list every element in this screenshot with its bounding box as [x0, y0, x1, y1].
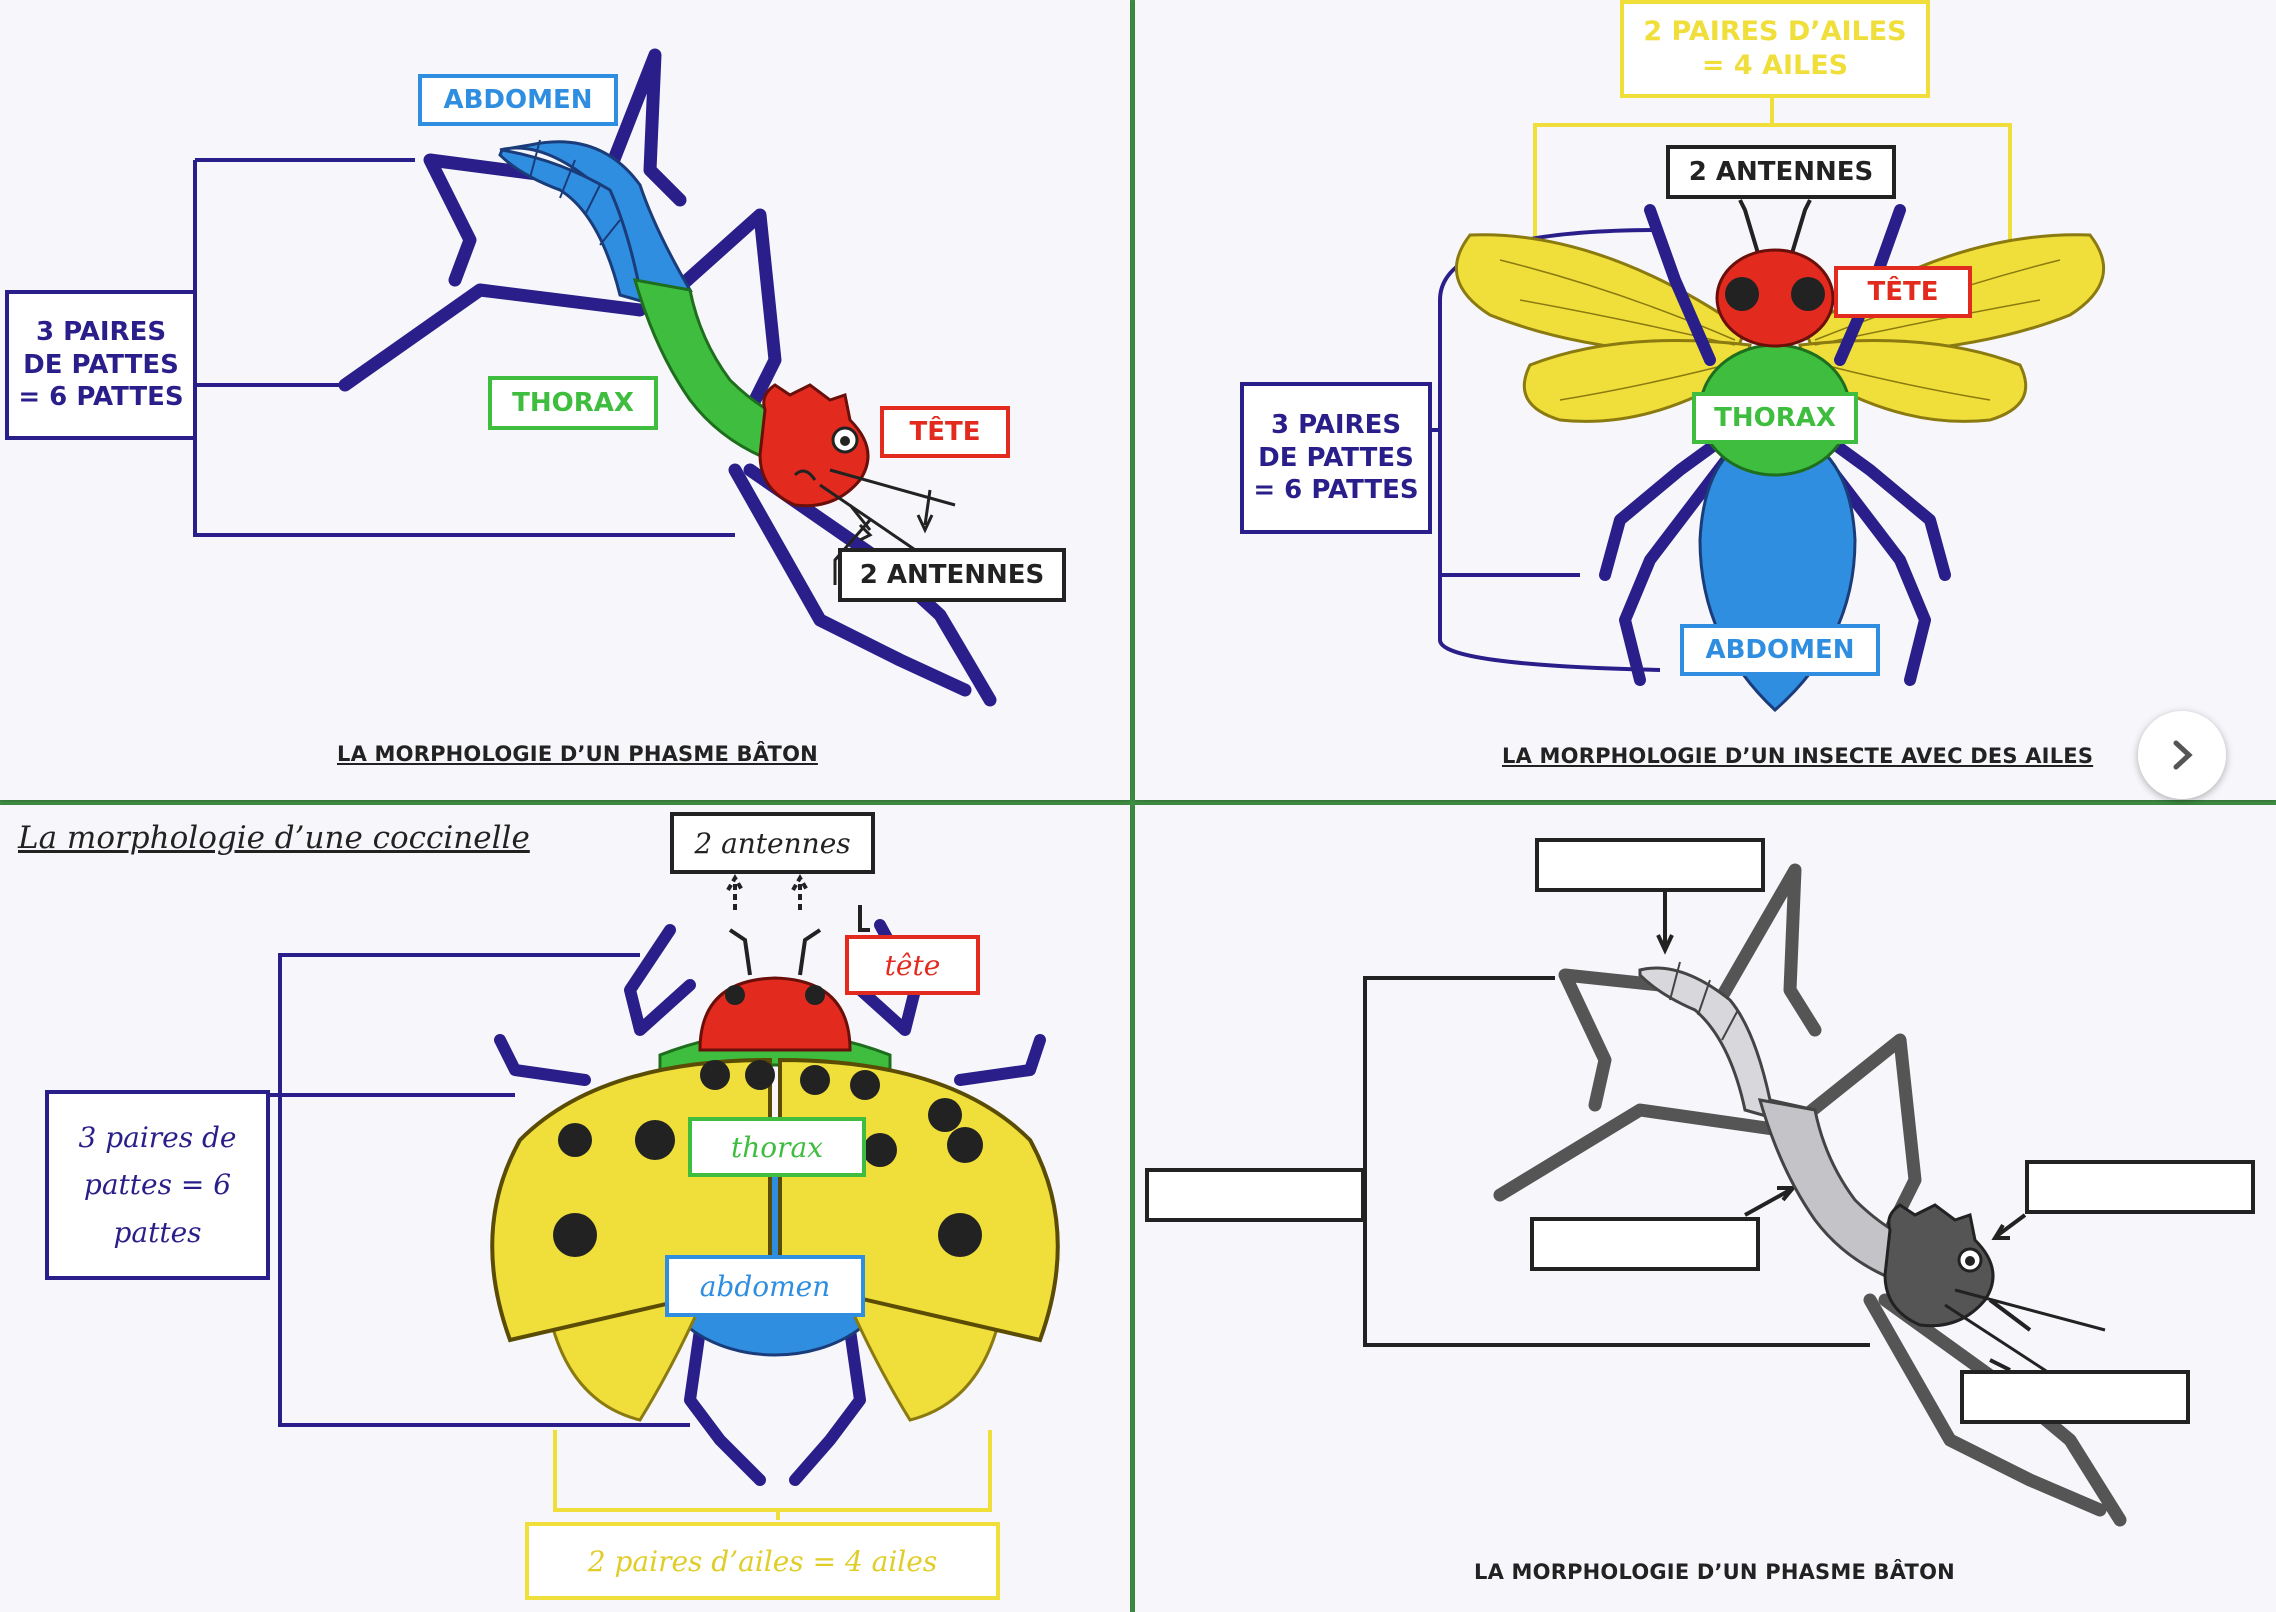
- coccinelle-title: La morphologie d’une coccinelle: [18, 820, 530, 856]
- label-tete: TÊTE: [880, 406, 1010, 458]
- chevron-right-icon: [2173, 740, 2193, 770]
- label-antennes: 2 antennes: [670, 812, 875, 874]
- blank-label-top[interactable]: [1535, 838, 1765, 892]
- next-slide-button[interactable]: [2138, 711, 2226, 799]
- caption-phasme: LA MORPHOLOGIE D’UN PHASME BÂTON: [337, 742, 818, 766]
- label-pattes: 3 paires de pattes = 6 pattes: [45, 1090, 270, 1280]
- label-antennes: 2 ANTENNES: [1666, 145, 1896, 199]
- tete-insecte: [1715, 248, 1835, 348]
- caption-insecte-ailes: LA MORPHOLOGIE D’UN INSECTE AVEC DES AIL…: [1502, 744, 2094, 768]
- blank-label-middle[interactable]: [1530, 1217, 1760, 1271]
- label-thorax: THORAX: [1692, 392, 1858, 444]
- ailes-insecte: [1454, 233, 2106, 423]
- label-ailes: 2 paires d’ailes = 4 ailes: [525, 1522, 1000, 1600]
- blank-label-bottom[interactable]: [1960, 1370, 2190, 1424]
- label-abdomen: abdomen: [665, 1255, 865, 1317]
- caption-phasme-vierge: LA MORPHOLOGIE D’UN PHASME BÂTON: [1474, 1560, 1955, 1584]
- label-tete: TÊTE: [1834, 266, 1972, 318]
- pattes-bracket: [193, 158, 735, 537]
- blank-label-right[interactable]: [2025, 1160, 2255, 1214]
- label-pattes: 3 PAIRES DE PATTES = 6 PATTES: [5, 290, 197, 440]
- label-tete: tête: [845, 935, 980, 995]
- tete-phasme: [758, 383, 870, 508]
- label-pattes: 3 PAIRES DE PATTES = 6 PATTES: [1240, 382, 1432, 534]
- blank-label-left[interactable]: [1145, 1168, 1365, 1222]
- label-abdomen: ABDOMEN: [1680, 624, 1880, 676]
- label-thorax: THORAX: [488, 376, 658, 430]
- label-thorax: thorax: [688, 1117, 866, 1177]
- label-antennes: 2 ANTENNES: [838, 548, 1066, 602]
- tete-coccinelle: [698, 976, 852, 1052]
- label-abdomen: ABDOMEN: [418, 74, 618, 126]
- label-ailes: 2 PAIRES D’AILES = 4 AILES: [1620, 0, 1930, 98]
